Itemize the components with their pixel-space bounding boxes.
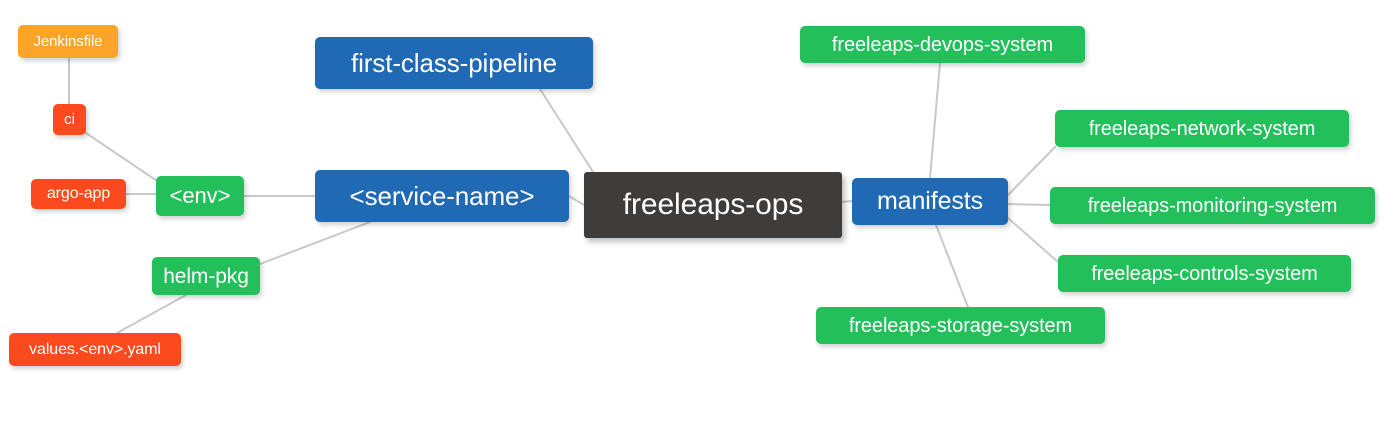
node-freeleaps-ops[interactable]: freeleaps-ops bbox=[584, 172, 842, 238]
node-label: argo-app bbox=[46, 185, 111, 202]
node-label: freeleaps-storage-system bbox=[848, 314, 1073, 337]
node-manifests[interactable]: manifests bbox=[852, 178, 1008, 225]
node-values-env-yaml[interactable]: values.<env>.yaml bbox=[9, 333, 181, 366]
edge-freeleaps-ops-to-service-name bbox=[568, 195, 585, 206]
node-label: freeleaps-network-system bbox=[1088, 117, 1316, 140]
edge-manifests-to-freeleaps-storage-system bbox=[935, 224, 969, 308]
node-freeleaps-storage-system[interactable]: freeleaps-storage-system bbox=[816, 307, 1105, 344]
edge-manifests-to-freeleaps-controls-system bbox=[1007, 217, 1059, 263]
node-freeleaps-network-system[interactable]: freeleaps-network-system bbox=[1055, 110, 1349, 147]
node-label: freeleaps-monitoring-system bbox=[1087, 194, 1338, 217]
node-label: first-class-pipeline bbox=[350, 48, 558, 78]
node-ci[interactable]: ci bbox=[53, 104, 86, 135]
node-label: ci bbox=[64, 111, 75, 128]
edge-manifests-to-freeleaps-network-system bbox=[1007, 146, 1056, 196]
node-freeleaps-controls-system[interactable]: freeleaps-controls-system bbox=[1058, 255, 1351, 292]
node-label: freeleaps-ops bbox=[622, 188, 804, 221]
node-env[interactable]: <env> bbox=[156, 176, 244, 216]
node-first-class-pipeline[interactable]: first-class-pipeline bbox=[315, 37, 593, 89]
node-label: freeleaps-devops-system bbox=[831, 33, 1054, 56]
node-label: freeleaps-controls-system bbox=[1091, 262, 1318, 285]
node-label: manifests bbox=[876, 187, 984, 215]
node-service-name[interactable]: <service-name> bbox=[315, 170, 569, 222]
node-label: Jenkinsfile bbox=[33, 33, 103, 50]
node-label: helm-pkg bbox=[163, 264, 249, 288]
edge-freeleaps-ops-to-first-class-pipeline bbox=[539, 88, 594, 173]
edge-env-to-ci bbox=[85, 132, 164, 186]
node-label: values.<env>.yaml bbox=[29, 340, 161, 358]
edge-manifests-to-freeleaps-monitoring-system bbox=[1007, 203, 1051, 206]
node-label: <service-name> bbox=[349, 181, 535, 211]
edge-manifests-to-freeleaps-devops-system bbox=[929, 62, 941, 179]
node-freeleaps-monitoring-system[interactable]: freeleaps-monitoring-system bbox=[1050, 187, 1375, 224]
node-label: <env> bbox=[169, 183, 231, 208]
edge-service-name-to-helm-pkg bbox=[259, 221, 371, 265]
node-argo-app[interactable]: argo-app bbox=[31, 179, 126, 209]
node-freeleaps-devops-system[interactable]: freeleaps-devops-system bbox=[800, 26, 1085, 63]
edge-helm-pkg-to-values-env-yaml bbox=[116, 294, 187, 334]
node-helm-pkg[interactable]: helm-pkg bbox=[152, 257, 260, 295]
edge-freeleaps-ops-to-manifests bbox=[841, 200, 853, 203]
node-jenkinsfile[interactable]: Jenkinsfile bbox=[18, 25, 118, 58]
